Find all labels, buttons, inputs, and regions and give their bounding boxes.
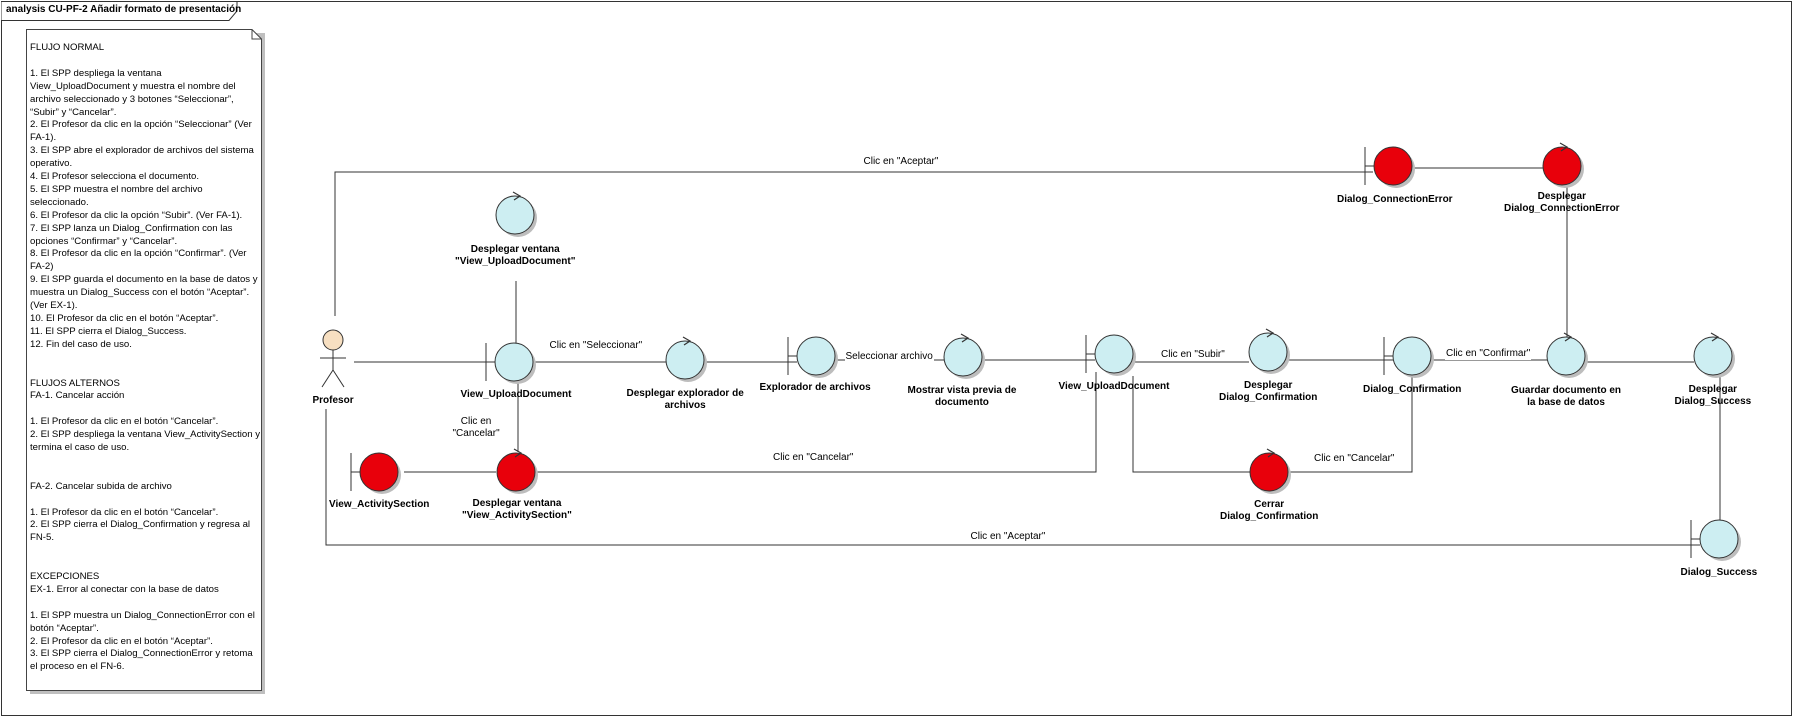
connector-line [535,372,1097,473]
e_seleccionar-label: Clic en "Seleccionar" [548,340,644,352]
note-line: 3. El SPP abre el explorador de archivos… [30,145,257,170]
note-line: 1. El Profesor da clic en el botón “Canc… [30,506,219,518]
bnd_view_upload_1-boundary-icon [494,342,534,382]
bnd_dialog_success-label: Dialog_Success [1680,567,1758,578]
e_cancelar_mid-label: Clic en "Cancelar" [772,452,855,464]
e_aceptar_top-label: Clic en "Aceptar" [862,156,940,168]
note-line: 2. El Profesor da clic en el botón “Acep… [30,635,213,647]
actor-left-leg [321,369,334,388]
ctrl_guardar-control-arrow [1563,332,1573,342]
bnd_explorador-boundary-icon [796,336,836,376]
ctrl_desplegar_upload-control-arrow [512,191,522,201]
note-line: 11. El SPP cierra el Dialog_Success. [30,325,187,337]
note-line: 4. El Profesor selecciona el documento. [30,171,200,183]
bnd_connection_error-boundary-icon [1373,146,1413,186]
ctrl_desplegar_success-control-icon [1693,336,1733,376]
note-line: 2. El SPP cierra el Dialog_Confirmation … [30,519,253,544]
note-shape [26,29,265,694]
e_seleccionar_archivo-label: Seleccionar archivo [844,351,934,363]
e_confirmar-label: Clic en "Confirmar" [1445,348,1532,360]
e_cancelar_right-label: Clic en "Cancelar" [1313,453,1396,465]
ctrl_desplegar_confirmation-control-arrow [1265,328,1275,338]
note-line: 7. El SPP lanza un Dialog_Confirmation c… [30,222,236,247]
ctrl_guardar-control-icon [1546,336,1586,376]
frame-title: analysis CU-PF-2 Añadir formato de prese… [6,4,242,15]
actor-right-leg [332,369,345,388]
note-line: 1. El Profesor da clic en el botón “Canc… [30,416,219,428]
connector-line [325,409,1700,546]
note-line: 6. El Profesor da clic la opción “Subir”… [30,209,243,221]
note-line: 8. El Profesor da clic en la opción “Con… [30,248,250,273]
note-line: 5. El SPP muestra el nombre del archivo … [30,183,206,208]
ctrl_cerrar_confirmation-control-arrow [1266,448,1276,458]
e_subir-label: Clic en "Subir" [1160,349,1226,361]
frame-tab-shape [1,1,238,21]
connector-line [1289,375,1413,473]
bnd_explorador-label: Explorador de archivos [759,382,871,393]
ctrl_cerrar_confirmation-control-icon [1249,452,1289,492]
bnd_dialog_confirmation-boundary-icon [1392,336,1432,376]
ctrl_desplegar_upload-control-icon [495,195,535,235]
ctrl_vista_previa-control-arrow [960,333,970,343]
e_cancelar_left-label: Clic en"Cancelar" [451,416,501,440]
e_aceptar_bottom-label: Clic en "Aceptar" [969,531,1047,543]
connector-line [334,171,1373,316]
bnd_connection_error-label: Dialog_ConnectionError [1337,194,1453,205]
connector-line [1132,376,1250,473]
ctrl_desplegar_upload-label: Desplegar ventana"View_UploadDocument" [455,244,576,267]
description-note: FLUJO NORMAL 1. El SPP despliega la venta… [26,29,266,695]
note-line: FLUJOS ALTERNOS [30,377,120,389]
actor-label: Profesor [312,395,354,406]
actor-head [322,329,344,351]
note-line: 2. El Profesor da clic en la opción “Sel… [30,119,255,144]
note-line: 9. El SPP guarda el documento en la base… [30,274,261,312]
note-line: 1. El SPP despliega la ventana View_Uplo… [30,67,239,118]
bnd_view_upload_2-boundary-icon [1094,334,1134,374]
note-line: 12. Fin del caso de uso. [30,338,132,350]
bnd_view_activity-boundary-icon [359,452,399,492]
note-line: EX-1. Error al conectar con la base de d… [30,583,219,595]
bnd_view_upload_2-label: View_UploadDocument [1058,381,1170,392]
note-line: 3. El SPP cierra el Dialog_ConnectionErr… [30,648,256,673]
ctrl_desplegar_connection_error-control-arrow [1559,142,1569,152]
note-line: EXCEPCIONES [30,571,100,583]
ctrl_vista_previa-control-icon [943,337,983,377]
note-text: FLUJO NORMAL 1. El SPP despliega la venta… [30,42,262,674]
ctrl_desplegar_connection_error-control-icon [1542,146,1582,186]
ctrl_desplegar_success-control-arrow [1710,332,1720,342]
ctrl_desplegar_confirmation-control-icon [1248,332,1288,372]
ctrl_desplegar_activity-control-icon [496,452,536,492]
ctrl_desplegar_activity-label: Desplegar ventana"View_ActivitySection" [462,498,572,521]
note-line: FA-2. Cancelar subida de archivo [30,480,172,492]
ctrl_desplegar_explorador-control-arrow [682,336,692,346]
note-line: 10. El Profesor da clic en el botón “Ace… [30,313,219,325]
note-line: 1. El SPP muestra un Dialog_ConnectionEr… [30,609,258,634]
bnd_view_upload_1-label: View_UploadDocument [460,389,572,400]
note-line: 2. El SPP despliega la ventana View_Acti… [30,429,263,454]
note-line: FLUJO NORMAL [30,42,105,53]
ctrl_desplegar_explorador-control-icon [665,340,705,380]
bnd_dialog_success-boundary-icon [1699,519,1739,559]
note-line: FA-1. Cancelar acción [30,390,125,402]
bnd_view_activity-label: View_ActivitySection [329,499,430,510]
ctrl_desplegar_activity-control-arrow [513,448,523,458]
bnd_dialog_confirmation-label: Dialog_Confirmation [1363,384,1462,395]
